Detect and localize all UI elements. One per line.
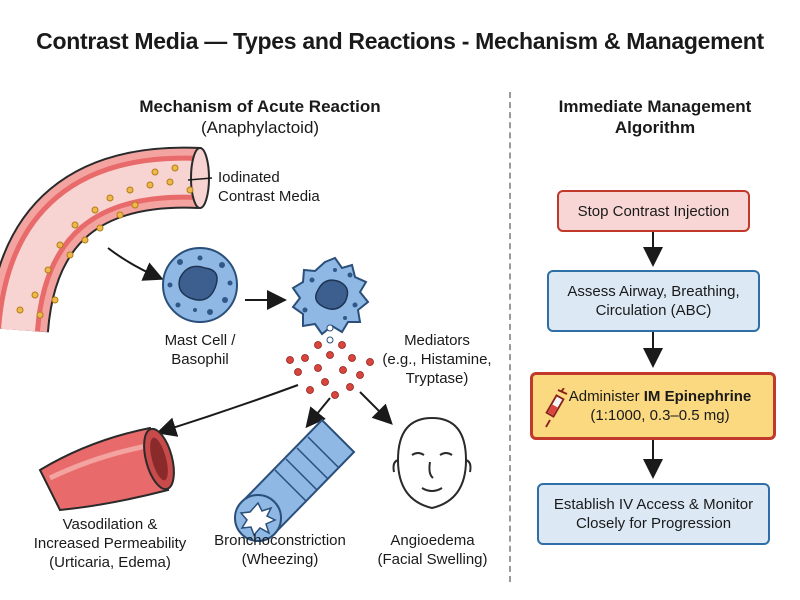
mediators-label-line: Mediators	[404, 332, 470, 349]
management-heading-line2: Algorithm	[614, 118, 696, 137]
step-text: Closely for Progression	[575, 515, 732, 532]
mast-cell-label-line: Basophil	[171, 351, 229, 368]
step-text-prefix: Administer	[568, 388, 644, 405]
step-text: Administer IM Epinephrine	[555, 387, 752, 406]
angioedema-label: Angioedema (Facial Swelling)	[365, 531, 500, 569]
mast-cell-label: Mast Cell / Basophil	[140, 331, 260, 369]
effect-label-line: Bronchoconstriction	[214, 532, 346, 549]
bronchoconstriction-label: Bronchoconstriction (Wheezing)	[205, 531, 355, 569]
contrast-media-label: Iodinated Contrast Media	[218, 168, 358, 206]
mast-cell-label-line: Mast Cell /	[164, 332, 236, 349]
step-text: Assess Airway, Breathing,	[567, 283, 740, 300]
mechanism-heading: Mechanism of Acute Reaction (Anaphylacto…	[120, 96, 400, 138]
mediator-granules	[286, 341, 374, 399]
effect-label-line: (Facial Swelling)	[377, 551, 488, 568]
bronchus-icon	[234, 418, 356, 542]
effect-label-line: Angioedema	[390, 532, 475, 549]
degranulating-cell-icon	[291, 256, 370, 344]
step-text: Circulation (ABC)	[595, 302, 712, 319]
dilated-vessel-icon	[38, 426, 175, 512]
face-icon	[392, 416, 472, 510]
management-heading-line1: Immediate Management	[558, 97, 752, 116]
vasodilation-label: Vasodilation & Increased Permeability (U…	[15, 515, 205, 572]
mechanism-heading-subtitle: (Anaphylactoid)	[200, 118, 320, 137]
management-heading: Immediate Management Algorithm	[530, 96, 780, 138]
contrast-media-label-line: Contrast Media	[218, 188, 320, 205]
effect-label-line: (Wheezing)	[241, 551, 319, 568]
effect-label-line: Vasodilation &	[62, 516, 158, 533]
section-divider	[509, 92, 511, 582]
iv-access-step: Establish IV Access & Monitor Closely fo…	[537, 483, 770, 545]
effect-label-line: (Urticaria, Edema)	[49, 554, 171, 571]
syringe-icon	[545, 388, 568, 428]
stop-contrast-step: Stop Contrast Injection	[557, 190, 750, 232]
epinephrine-step: Administer IM Epinephrine (1:1000, 0.3–0…	[530, 372, 776, 440]
contrast-media-label-line: Iodinated	[218, 169, 280, 186]
effect-label-line: Increased Permeability	[33, 535, 187, 552]
step-text-emphasis: IM Epinephrine	[643, 388, 752, 405]
mediators-label-line: (e.g., Histamine,	[382, 351, 492, 368]
mediators-label: Mediators (e.g., Histamine, Tryptase)	[372, 331, 502, 388]
mediators-label-line: Tryptase)	[405, 370, 469, 387]
mechanism-heading-title: Mechanism of Acute Reaction	[139, 97, 381, 116]
page-title: Contrast Media — Types and Reactions - M…	[36, 28, 764, 54]
mast-cell-icon	[162, 247, 238, 323]
blood-vessel-icon	[0, 146, 210, 333]
step-text: (1:1000, 0.3–0.5 mg)	[590, 407, 730, 424]
assess-abc-step: Assess Airway, Breathing, Circulation (A…	[547, 270, 760, 332]
step-text: Stop Contrast Injection	[577, 202, 730, 220]
step-text: Establish IV Access & Monitor	[553, 496, 754, 513]
